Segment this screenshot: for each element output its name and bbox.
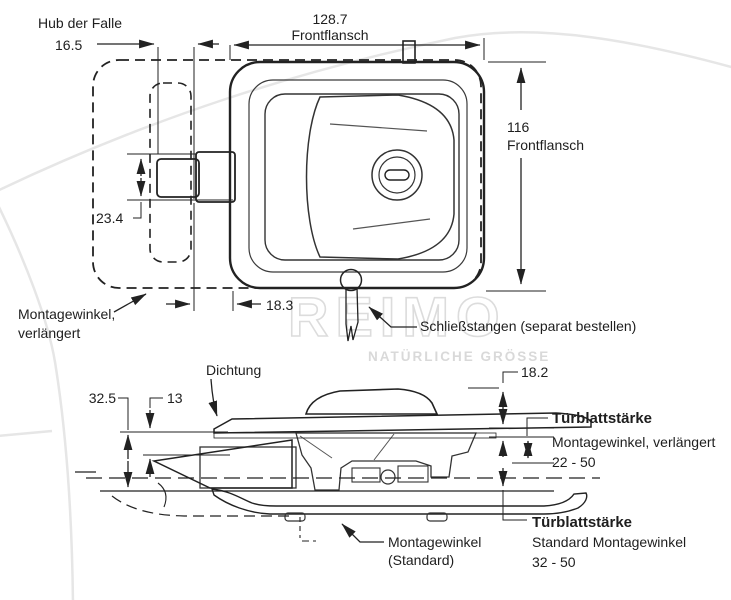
bracket-foot bbox=[284, 512, 306, 522]
latch-bolt-tip bbox=[156, 158, 200, 198]
dim-handle-height: 18.2 bbox=[468, 364, 554, 429]
door-ext-title: Türblattstärke bbox=[552, 410, 652, 427]
height-value: 116 bbox=[507, 119, 530, 135]
locking-rod-top bbox=[402, 40, 416, 64]
handle bbox=[305, 94, 455, 260]
width-value: 128.7 bbox=[312, 11, 347, 27]
dim-door-thickness bbox=[489, 417, 554, 521]
label-rods: Schließstangen (separat bestellen) bbox=[368, 306, 636, 334]
front-flange-plate bbox=[213, 412, 592, 434]
door-std-title: Türblattstärke bbox=[532, 514, 632, 531]
latch-bolt-base bbox=[195, 151, 236, 203]
latch-housing bbox=[199, 446, 297, 489]
seal-label: Dichtung bbox=[206, 362, 261, 378]
handle-recess bbox=[264, 93, 460, 261]
label-seal: Dichtung bbox=[206, 362, 261, 417]
total-depth-value: 32.5 bbox=[89, 390, 116, 406]
rod-label: Schließstangen (separat bestellen) bbox=[420, 318, 636, 334]
key-cylinder bbox=[371, 149, 423, 201]
latch-height-value: 23.4 bbox=[96, 210, 123, 226]
mechanism-detail bbox=[397, 465, 429, 483]
width-label: Frontflansch bbox=[291, 27, 368, 43]
flange-rim bbox=[248, 79, 468, 273]
watermark-tagline: NATÜRLICHE GRÖSSE bbox=[368, 349, 550, 364]
label-bracket-extended: Montagewinkel, verlängert bbox=[18, 293, 147, 341]
bracket-ext-line2: verlängert bbox=[18, 325, 80, 341]
plate-depth-value: 13 bbox=[167, 390, 183, 406]
bracket-std-line2: (Standard) bbox=[388, 552, 454, 568]
front-view: Hub der Falle 16.5 128.7 Frontflansch 11… bbox=[18, 11, 636, 342]
door-std-range: 32 - 50 bbox=[532, 554, 576, 570]
locking-rod-bottom bbox=[345, 287, 359, 342]
label-door-extended: Türblattstärke Montagewinkel, verlängert… bbox=[552, 410, 716, 470]
break-mark bbox=[157, 482, 167, 508]
mechanism-pivot bbox=[380, 469, 396, 485]
bracket-foot bbox=[426, 512, 448, 522]
handle-profile bbox=[304, 388, 439, 415]
seal-strip bbox=[213, 432, 497, 439]
dim-latch-height: 23.4 bbox=[96, 153, 233, 226]
dim-total-depth: 32.5 bbox=[89, 390, 230, 488]
bracket-ext-line1: Montagewinkel, bbox=[18, 306, 115, 322]
label-bracket-standard: Montagewinkel (Standard) bbox=[341, 523, 481, 568]
hub-label: Hub der Falle bbox=[38, 15, 122, 31]
bracket-std-line1: Montagewinkel bbox=[388, 534, 481, 550]
door-ext-sub: Montagewinkel, verlängert bbox=[552, 434, 716, 450]
hidden-line bbox=[111, 495, 290, 517]
latch-offset-value: 18.3 bbox=[266, 297, 293, 313]
mechanism-body bbox=[295, 432, 477, 491]
height-label: Frontflansch bbox=[507, 137, 584, 153]
watermark-brand: REIMO bbox=[288, 285, 507, 348]
side-view: 32.5 13 Dichtung 18.2 bbox=[75, 362, 716, 570]
hub-value: 16.5 bbox=[55, 37, 82, 53]
handle-highlight-bottom bbox=[352, 218, 431, 230]
mounting-bracket-standard bbox=[210, 488, 588, 515]
latch-wedge bbox=[151, 439, 293, 489]
handle-highlight-top bbox=[329, 123, 428, 132]
door-std-sub: Standard Montagewinkel bbox=[532, 534, 686, 550]
dim-height: 116 Frontflansch bbox=[486, 61, 584, 292]
handle-height-value: 18.2 bbox=[521, 364, 548, 380]
dim-latch-offset: 18.3 bbox=[166, 203, 293, 313]
mechanism-detail bbox=[351, 467, 381, 483]
rod-ball bbox=[339, 268, 363, 292]
dim-hub: Hub der Falle 16.5 bbox=[38, 15, 219, 199]
door-ext-range: 22 - 50 bbox=[552, 454, 596, 470]
dim-width: 128.7 Frontflansch bbox=[229, 11, 485, 60]
dashed-outline-latch-travel bbox=[149, 82, 192, 263]
dim-plate-depth: 13 bbox=[145, 390, 183, 477]
keyhole bbox=[384, 169, 410, 181]
watermark: REIMO NATÜRLICHE GRÖSSE bbox=[287, 284, 550, 364]
label-door-standard: Türblattstärke Standard Montagewinkel 32… bbox=[532, 514, 686, 570]
